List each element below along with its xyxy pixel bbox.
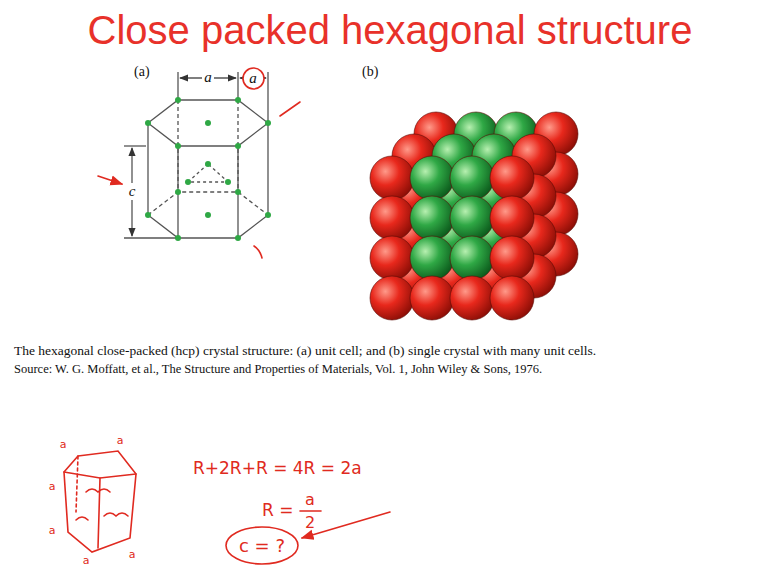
circled-question: c = ? (225, 526, 299, 565)
node-text: a (249, 70, 257, 87)
edge (147, 123, 148, 215)
panel-label: (b) (362, 64, 378, 80)
atom-dot (225, 179, 231, 185)
atom-dot (205, 161, 211, 167)
atom-dot (205, 212, 211, 218)
sphere-stack (410, 156, 454, 200)
handwritten-mark (76, 456, 78, 512)
sphere-stack (410, 276, 454, 320)
extension-line (124, 237, 176, 238)
extension-line (267, 72, 268, 121)
handwritten-mark (300, 510, 321, 512)
extension-line (124, 145, 146, 146)
sphere-stack (490, 196, 534, 240)
sphere-stack (450, 276, 494, 320)
circle-outline (226, 527, 298, 564)
handwritten-mark (64, 472, 136, 478)
sphere-stack (370, 236, 414, 280)
sphere-stack (490, 276, 534, 320)
fraction-denominator: 2 (305, 513, 315, 532)
bottom-front-edges (148, 215, 268, 238)
unit-cell (124, 72, 268, 238)
sphere-stack (410, 236, 454, 280)
handwritten-mark (64, 102, 390, 552)
handwritten-mark (254, 246, 262, 258)
atom-dot (175, 235, 181, 241)
atom-dot (175, 97, 181, 103)
node-text-block: a (249, 70, 257, 87)
sketch-label: a (49, 480, 56, 493)
sketch-label: a (117, 434, 124, 447)
atom-dot (145, 212, 151, 218)
dimension-label: c (127, 183, 138, 200)
sphere-stack (410, 196, 454, 240)
handwritten-mark (64, 451, 136, 552)
atom-dot (145, 97, 271, 241)
sphere-stack (450, 236, 494, 280)
node-text-block: c = ? (239, 535, 285, 556)
sphere-stack (370, 276, 414, 320)
panel-label: (a) (134, 64, 150, 80)
atom-dot (185, 179, 191, 185)
atom-dot (235, 97, 241, 103)
handwritten-equation: R+2R+R = 4R = 2a (193, 458, 362, 478)
slide-title: Close packed hexagonal structure (88, 8, 693, 53)
sketch-label: a (49, 524, 56, 537)
extension-line (177, 72, 178, 98)
source-note: Source: W. G. Moffatt, et al., The Struc… (14, 362, 542, 377)
handwritten-equation: R = (262, 500, 293, 520)
sphere-stack (490, 156, 534, 200)
handwritten-mark (104, 513, 128, 516)
sketch-label: a (83, 554, 90, 567)
extension-line (237, 72, 238, 98)
atom-dot (235, 235, 241, 241)
edge (267, 123, 268, 215)
handwritten-mark (98, 478, 100, 548)
bottom-back-edges (148, 192, 268, 215)
sphere-stack (370, 196, 414, 240)
atom-dot (265, 120, 271, 126)
atom-dot (235, 143, 241, 149)
sphere-stack (370, 156, 414, 200)
atom-dot (235, 189, 241, 195)
circle-outline (243, 68, 264, 89)
sphere-stack (490, 236, 534, 280)
handwritten-mark (98, 176, 122, 184)
handwritten-mark (76, 517, 88, 520)
atom-dot (265, 212, 271, 218)
handwritten-mark (302, 512, 390, 538)
figure-caption: The hexagonal close-packed (hcp) crystal… (14, 343, 596, 359)
node-text: c = ? (239, 535, 285, 556)
top-face (148, 100, 268, 146)
fraction-numerator: a (305, 490, 315, 509)
atom-dot (205, 120, 211, 126)
handwritten-mark (280, 102, 300, 116)
atom-dot (145, 120, 151, 126)
sketch-label: a (129, 548, 136, 561)
sphere-stack (370, 112, 578, 320)
sphere-stack (450, 196, 494, 240)
atom-dot (175, 189, 181, 195)
circled-label: a (242, 67, 265, 90)
handwritten-mark (86, 489, 110, 492)
dimension-label: a (202, 69, 214, 86)
atom-dot (175, 143, 181, 149)
sphere-stack (450, 156, 494, 200)
sketch-label: a (60, 438, 67, 451)
